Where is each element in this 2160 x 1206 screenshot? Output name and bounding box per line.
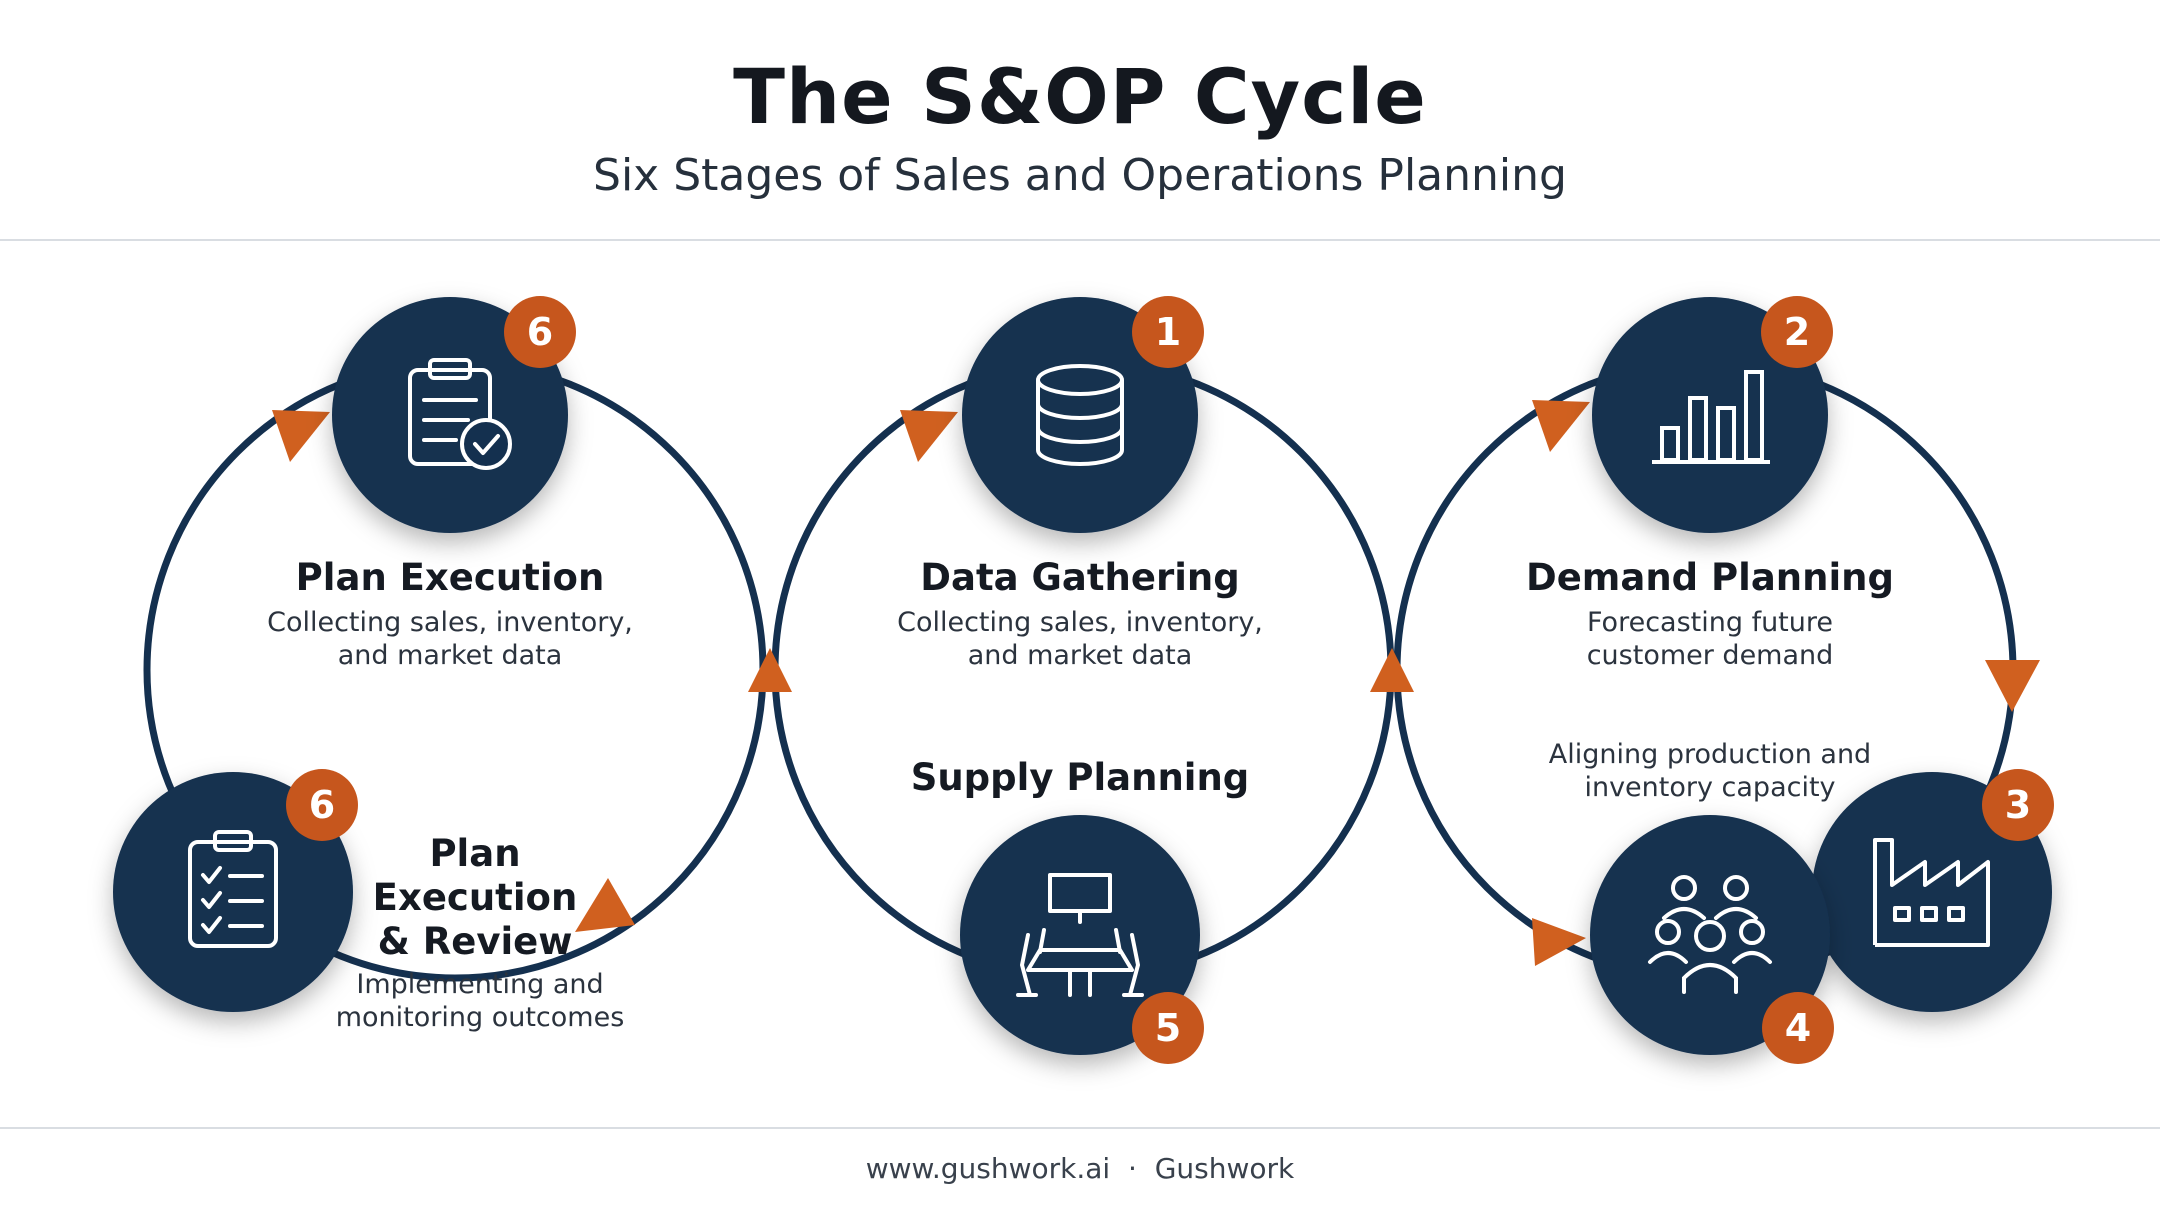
badge-number: 2 [1784, 310, 1810, 354]
stage-title: Demand Planning [1526, 556, 1894, 599]
badge-number: 6 [309, 783, 335, 827]
stage-desc-line1: Forecasting future [1586, 607, 1834, 638]
arrow-right-bottom [1532, 918, 1586, 966]
node-circle [113, 772, 353, 1012]
arrow-center-top [900, 410, 958, 462]
arrow-center-right [1370, 648, 1414, 692]
stage-desc-line1: Collecting sales, inventory, [267, 607, 633, 638]
arrow-right-top [1532, 400, 1590, 452]
footer-brand: Gushwork [1154, 1152, 1295, 1185]
stage-title: Plan Execution [295, 556, 605, 599]
top-divider [0, 239, 2160, 241]
header: The S&OP Cycle Six Stages of Sales and O… [0, 0, 2160, 240]
page-title: The S&OP Cycle [733, 52, 1427, 141]
node-circle [1812, 772, 2052, 1012]
stage-node-supply-planning: 5 [960, 815, 1204, 1064]
badge-number: 6 [527, 310, 553, 354]
label-demand-planning: Demand Planning Forecasting future custo… [1500, 556, 1920, 672]
stage-title-line3: & Review [377, 920, 573, 963]
node-circle [1590, 815, 1830, 1055]
stage-title: Supply Planning [910, 756, 1250, 799]
arrow-left-bottom [575, 878, 635, 932]
label-data-gathering: Data Gathering Collecting sales, invento… [870, 556, 1290, 672]
stage-badge [1762, 992, 1834, 1064]
stage-desc-line2: monitoring outcomes [335, 1002, 625, 1033]
footer-site-link[interactable]: www.gushwork.ai [865, 1152, 1111, 1185]
flow-arrows [272, 400, 2040, 966]
badge-number: 4 [1785, 1006, 1811, 1050]
factory-icon [1873, 838, 1990, 947]
stage-badge [1132, 992, 1204, 1064]
footer: www.gushwork.ai · Gushwork [0, 1152, 2160, 1185]
stage-desc-line1: Aligning production and [1548, 739, 1872, 770]
label-capacity: Aligning production and inventory capaci… [1500, 738, 1920, 804]
stage-title-line1: Plan [429, 832, 521, 875]
stage-title: Data Gathering [920, 556, 1240, 599]
badge-number: 3 [2005, 783, 2031, 827]
node-circle [1592, 297, 1828, 533]
stage-node-data-gathering: 1 [962, 296, 1204, 533]
stage-node-plan-execution: 6 [332, 296, 576, 533]
arrow-center-left [748, 648, 792, 692]
stage-badge [1132, 296, 1204, 368]
page-subtitle: Six Stages of Sales and Operations Plann… [593, 150, 1567, 201]
stage-desc-line2: inventory capacity [1584, 772, 1836, 803]
checklist-icon [188, 830, 278, 948]
people-group-icon [1648, 875, 1772, 994]
stage-node-capacity: 3 [1812, 769, 2054, 1012]
label-plan-execution-review: Plan Execution & Review [330, 832, 620, 964]
stage-desc-line2: customer demand [1586, 640, 1834, 671]
node-circle [332, 297, 568, 533]
clipboard-check-icon [408, 358, 512, 470]
arrow-right-side [1985, 660, 2040, 712]
stage-desc-line2: and market data [967, 640, 1193, 671]
stage-badge [286, 769, 358, 841]
stage-badge [1761, 296, 1833, 368]
label-supply-planning: Supply Planning [870, 756, 1290, 800]
stage-title-line2: Execution [372, 876, 578, 919]
stage-node-meeting: 4 [1590, 815, 1834, 1064]
badge-number: 5 [1155, 1006, 1181, 1050]
boardroom-icon [1016, 873, 1144, 997]
stage-badge [504, 296, 576, 368]
node-circle [962, 297, 1198, 533]
label-plan-execution: Plan Execution Collecting sales, invento… [240, 556, 660, 672]
database-icon [1036, 364, 1124, 466]
stage-desc-line1: Implementing and [356, 969, 604, 1000]
stage-desc-line2: and market data [337, 640, 563, 671]
stage-node-demand-planning: 2 [1592, 296, 1833, 533]
badge-number: 1 [1155, 310, 1181, 354]
stage-node-plan-execution-review: 6 [113, 769, 358, 1012]
label-plan-review-desc: Implementing and monitoring outcomes [300, 968, 660, 1034]
stage-badge [1982, 769, 2054, 841]
bottom-divider [0, 1127, 2160, 1129]
stage-desc-line1: Collecting sales, inventory, [897, 607, 1263, 638]
footer-separator: · [1128, 1152, 1137, 1185]
arrow-left-top [272, 410, 330, 462]
bar-chart-icon [1652, 370, 1770, 464]
